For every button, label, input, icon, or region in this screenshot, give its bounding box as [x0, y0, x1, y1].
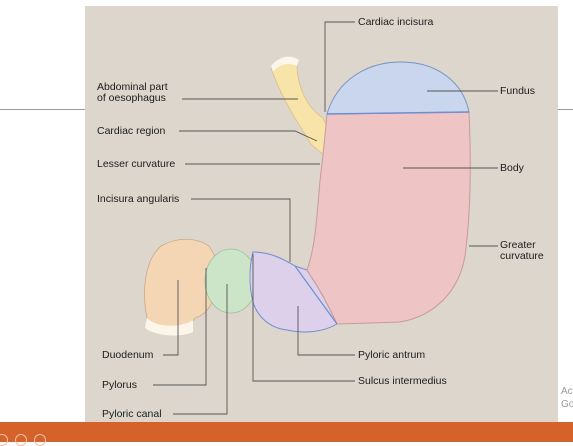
leader-cardiac-region [179, 130, 318, 142]
label-abdominal-oesophagus-line2: of oesophagus [97, 92, 166, 104]
fundus-body-boundary [326, 111, 470, 115]
label-pyloric-antrum: Pyloric antrum [358, 349, 426, 361]
menu-control-icon[interactable] [15, 434, 27, 446]
label-lesser-curvature: Lesser curvature [97, 158, 176, 170]
label-greater-curvature-line1: Greater [500, 239, 536, 251]
leader-pylorus [153, 268, 207, 386]
label-cardiac-region: Cardiac region [97, 125, 166, 137]
next-slide-control-icon[interactable] [34, 434, 46, 446]
side-text-line1: Ac [561, 386, 573, 397]
stomach-body-region [306, 111, 471, 325]
pyloric-canal-region [204, 248, 258, 314]
duodenum-cut-end [145, 318, 193, 336]
fundus-region [326, 61, 470, 115]
label-greater-curvature-line2: curvature [500, 250, 544, 262]
leader-lines [153, 21, 498, 415]
pyloric-antrum-region [249, 251, 338, 333]
label-pyloric-canal: Pyloric canal [102, 408, 162, 420]
label-abdominal-oesophagus-line1: Abdominal part [97, 81, 168, 93]
stomach-diagram [144, 21, 498, 415]
prev-slide-control-icon[interactable] [0, 434, 8, 446]
label-greater-curvature: Greater curvature [500, 240, 544, 262]
label-incisura-angularis: Incisura angularis [97, 193, 180, 205]
oesophagus-cut-end [271, 56, 299, 72]
label-abdominal-oesophagus: Abdominal part of oesophagus [97, 82, 168, 104]
label-fundus: Fundus [500, 85, 536, 97]
label-pylorus: Pylorus [102, 379, 138, 391]
label-cardiac-incisura: Cardiac incisura [358, 16, 434, 28]
leader-pyloric-canal [173, 284, 228, 415]
leader-duodenum [163, 280, 179, 356]
sulcus-boundary [294, 265, 338, 325]
label-duodenum: Duodenum [102, 349, 154, 361]
leader-sulcus-intermedius [252, 254, 355, 382]
label-body: Body [500, 162, 524, 174]
side-text-line2: Go [561, 399, 573, 410]
oesophagus-region [270, 61, 332, 157]
leader-pyloric-antrum [297, 306, 355, 356]
stomach-diagram-panel: Cardiac incisura Abdominal part of oesop… [85, 6, 558, 436]
leader-cardiac-incisura [324, 21, 355, 112]
label-sulcus-intermedius: Sulcus intermedius [358, 375, 447, 387]
leader-incisura-angularis [191, 198, 291, 262]
presentation-bottom-bar [0, 422, 573, 442]
duodenum-region [144, 238, 216, 329]
